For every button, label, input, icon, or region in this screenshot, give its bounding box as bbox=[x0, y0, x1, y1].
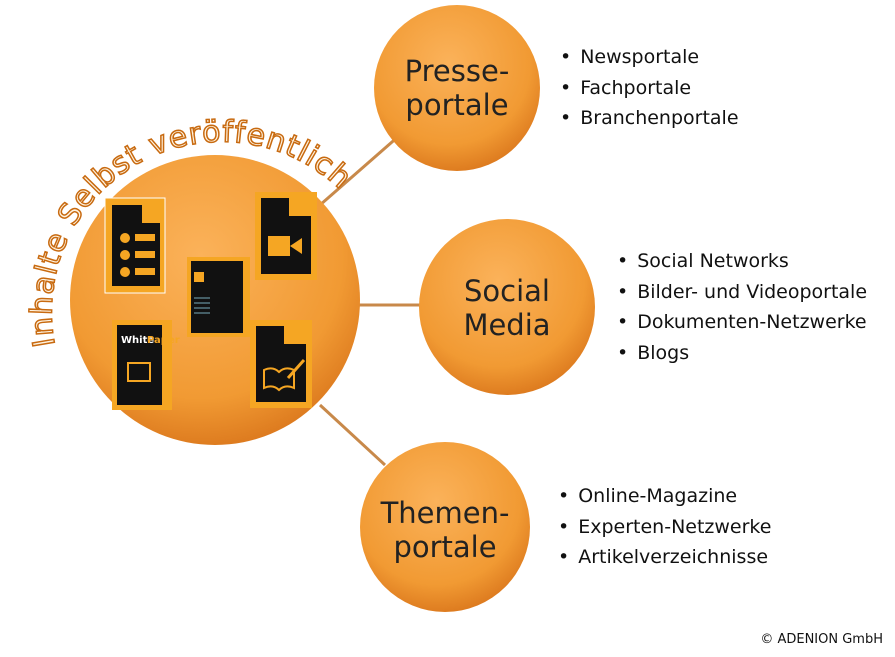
presse-title-line1: Presse- bbox=[404, 54, 510, 88]
list-item: Fachportale bbox=[560, 73, 739, 104]
list-document-icon bbox=[104, 197, 166, 294]
list-item: Experten-Netzwerke bbox=[558, 512, 771, 543]
themen-circle bbox=[360, 442, 530, 612]
image-icon bbox=[127, 362, 151, 382]
themen-title-line1: Themen- bbox=[380, 496, 510, 530]
social-list: Social Networks Bilder- und Videoportale… bbox=[617, 246, 867, 368]
video-document-icon bbox=[255, 192, 317, 280]
themen-title-line2: portale bbox=[393, 530, 497, 564]
list-item: Newsportale bbox=[560, 42, 739, 73]
whitepaper-label-paper: Paper bbox=[147, 335, 180, 346]
social-title-line1: Social bbox=[464, 274, 550, 308]
list-item: Artikelverzeichnisse bbox=[558, 542, 771, 573]
list-item: Dokumenten-Netzwerke bbox=[617, 307, 867, 338]
themen-title: Themen-portale bbox=[360, 492, 530, 568]
whitepaper-label-white: White bbox=[121, 335, 154, 346]
list-item: Blogs bbox=[617, 338, 867, 369]
presse-title-line2: portale bbox=[405, 88, 509, 122]
list-item: Bilder- und Videoportale bbox=[617, 277, 867, 308]
social-circle bbox=[419, 219, 595, 395]
list-item: Online-Magazine bbox=[558, 481, 771, 512]
whitepaper-document-icon: White Paper bbox=[112, 320, 180, 410]
presse-title: Presse-portale bbox=[374, 50, 540, 126]
book-edit-document-icon bbox=[250, 320, 312, 408]
connector-lines bbox=[318, 133, 420, 467]
list-item: Branchenportale bbox=[560, 103, 738, 134]
newsletter-document-icon bbox=[187, 257, 250, 337]
presse-list: Newsportale Fachportale Branchenportale bbox=[560, 42, 739, 134]
themen-list: Online-Magazine Experten-Netzwerke Artik… bbox=[558, 481, 771, 573]
copyright: © ADENION GmbH bbox=[760, 632, 883, 647]
connector-themen bbox=[318, 403, 387, 467]
list-item: Social Networks bbox=[617, 246, 867, 277]
presse-circle bbox=[374, 5, 540, 171]
connector-presse bbox=[319, 133, 401, 207]
social-title-line2: Media bbox=[463, 308, 551, 342]
